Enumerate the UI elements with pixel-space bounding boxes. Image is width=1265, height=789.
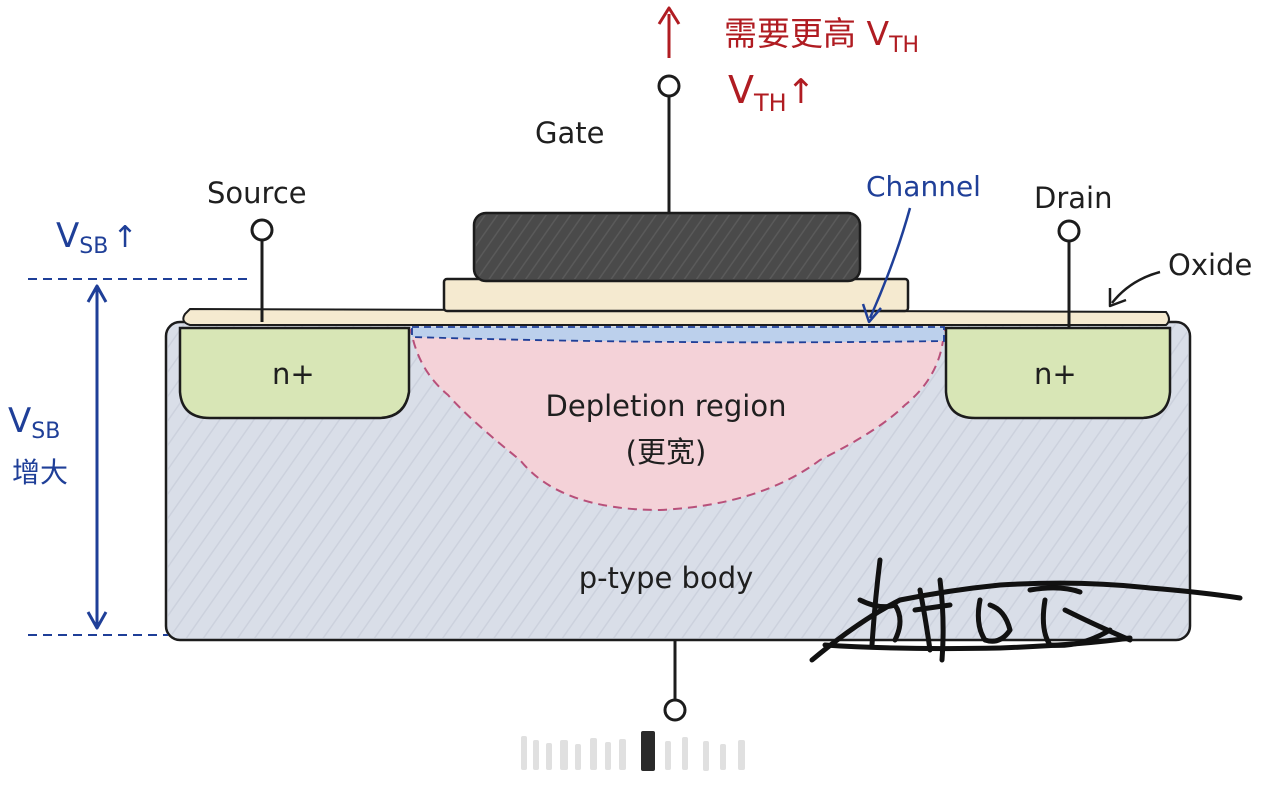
body-terminal <box>663 640 687 722</box>
n-plus-right-region <box>944 326 1172 420</box>
depletion-note: (更宽) <box>626 435 707 469</box>
channel-pointer-arrow <box>861 207 912 324</box>
gate-up-arrow <box>657 6 681 58</box>
vth-arrow: ↑ <box>787 72 816 112</box>
vth-sub: TH <box>753 89 787 117</box>
vsb-top-sub: SB <box>79 234 108 259</box>
n-plus-right-label: n+ <box>1034 357 1077 391</box>
oxide-layer <box>182 307 1170 326</box>
source-terminal <box>250 218 274 322</box>
n-plus-left-region <box>178 326 411 420</box>
drain-terminal <box>1057 219 1081 328</box>
p-type-body-label: p-type body <box>579 561 754 595</box>
vsb-double-arrow <box>86 284 108 630</box>
gate-terminal <box>657 74 681 213</box>
vsb-side-label: VSB <box>8 401 60 444</box>
vth-v: V <box>728 68 754 112</box>
channel-region <box>411 326 945 344</box>
threshold-main-sub: TH <box>888 33 919 58</box>
vsb-top-v: V <box>56 216 79 256</box>
vsb-top-arrow: ↑ <box>112 220 137 255</box>
handwritten-signature <box>809 557 1243 663</box>
oxide-pointer-arrow <box>1108 270 1161 308</box>
vth-up-label: VTH↑ <box>728 68 815 117</box>
depletion-region <box>409 329 946 512</box>
gate-oxide <box>442 277 910 313</box>
threshold-main-label: 需要更高 VTH <box>724 14 919 58</box>
source-label: Source <box>207 176 307 210</box>
oxide-label: Oxide <box>1168 248 1252 282</box>
gate-label: Gate <box>535 116 604 150</box>
vsb-side-v: V <box>8 401 31 441</box>
gate-electrode <box>472 211 862 283</box>
vsb-side-sub: SB <box>31 419 60 444</box>
channel-label: Channel <box>866 170 981 203</box>
drain-label: Drain <box>1034 181 1112 215</box>
depletion-label: Depletion region <box>546 389 787 423</box>
threshold-main-text: 需要更高 V <box>724 14 889 53</box>
vsb-side-text: 增大 <box>12 456 68 489</box>
vsb-top-label: VSB↑ <box>56 216 137 259</box>
bottom-watermark <box>521 731 745 771</box>
n-plus-left-label: n+ <box>272 357 315 391</box>
